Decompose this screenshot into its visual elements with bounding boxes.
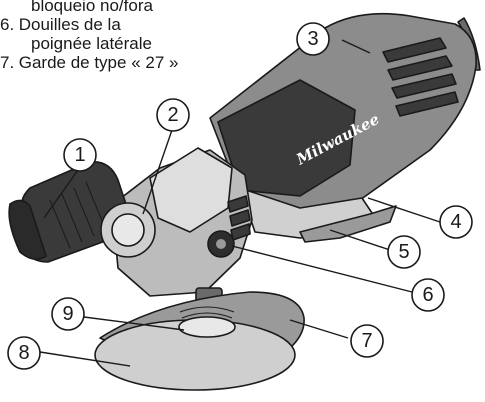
guard-clamp <box>179 306 235 319</box>
svg-text:6: 6 <box>422 284 433 306</box>
handle-boss-inner <box>111 213 145 247</box>
svg-text:3: 3 <box>307 28 318 50</box>
svg-text:9: 9 <box>62 303 73 325</box>
callout-7: 7 <box>350 324 384 358</box>
svg-text:2: 2 <box>167 104 178 126</box>
side-handle-grip-lines <box>49 181 107 249</box>
grip-ridges <box>382 37 459 117</box>
head-vents <box>227 195 251 241</box>
legend-line-6-cont: poignée latérale <box>31 34 152 53</box>
parts-legend: bloqueio no/fora 6. Douilles de la poign… <box>0 0 260 72</box>
callout-3: 3 <box>296 22 330 56</box>
callout-1: 1 <box>63 138 97 172</box>
paddle-switch <box>299 205 397 243</box>
gear-head-top <box>149 147 233 233</box>
legend-line-6: 6. Douilles de la <box>0 15 121 34</box>
wheel-flange <box>178 316 236 338</box>
callout-4: 4 <box>439 205 473 239</box>
svg-text:8: 8 <box>18 342 29 364</box>
legend-line-5-cont: bloqueio no/fora <box>31 0 153 15</box>
side-handle-cap <box>8 199 47 260</box>
callout-9: 9 <box>51 297 85 331</box>
leader-lines <box>39 39 441 367</box>
callout-8: 8 <box>7 336 41 370</box>
svg-text:4: 4 <box>450 211 461 233</box>
svg-text:1: 1 <box>74 144 85 166</box>
legend-line-7: 7. Garde de type « 27 » <box>0 53 179 72</box>
svg-text:7: 7 <box>361 330 372 352</box>
callout-6: 6 <box>411 278 445 312</box>
side-handle-socket-center <box>216 239 226 249</box>
svg-text:5: 5 <box>398 241 409 263</box>
callout-5: 5 <box>387 235 421 269</box>
callout-2: 2 <box>156 98 190 132</box>
